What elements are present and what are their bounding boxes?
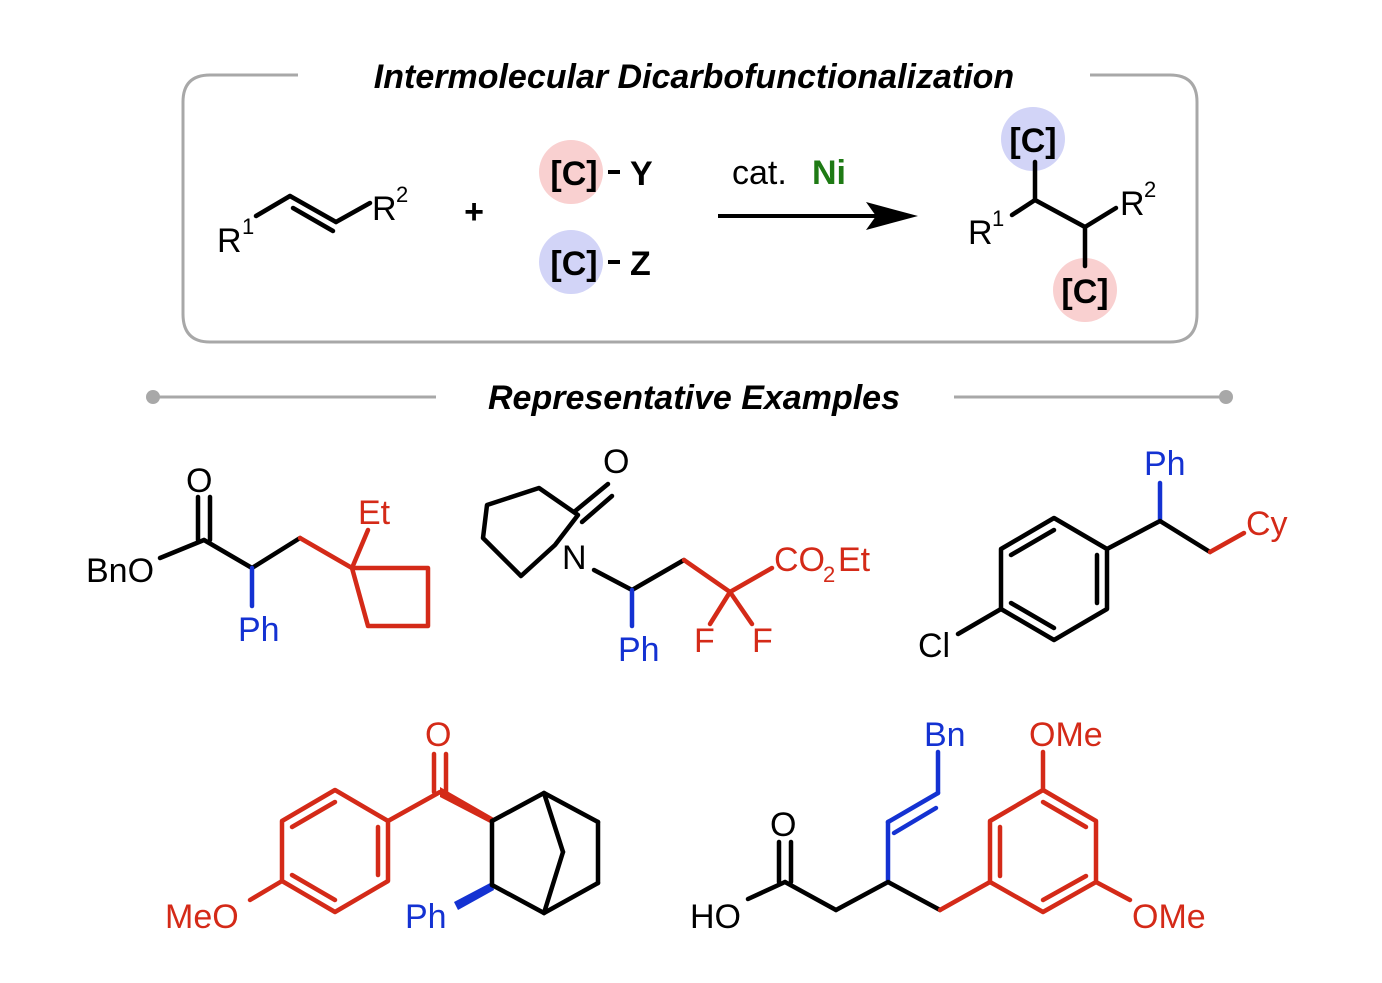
pink-highlight: [539, 140, 603, 204]
catalyst-metal: Ni: [812, 154, 846, 192]
lavender-highlight: [539, 230, 603, 294]
r1-label: R: [217, 222, 242, 260]
ex5-oxygen: O: [770, 806, 796, 844]
ex4-methoxy: MeO: [165, 898, 239, 936]
ex2-subscript: 2: [823, 562, 835, 587]
ex1-bno: BnO: [86, 552, 154, 590]
product: [C] [C] R 1 R 2: [968, 107, 1156, 322]
product-r2-label: R: [1120, 185, 1145, 223]
product-r2-superscript: 2: [1144, 177, 1156, 202]
ex1-oxygen: O: [186, 462, 212, 500]
r2-superscript: 2: [396, 182, 408, 207]
reagent-carbon-y: [C]: [550, 155, 597, 193]
product-r1-label: R: [968, 214, 993, 252]
ex4-phenyl: Ph: [405, 898, 447, 936]
ex3-chlorine: Cl: [918, 627, 950, 665]
ex2-phenyl: Ph: [618, 631, 660, 669]
ex3-cyclohexyl: Cy: [1246, 505, 1288, 543]
examples-divider: [146, 390, 1233, 404]
examples-title: Representative Examples: [488, 379, 900, 417]
product-carbon-bottom: [C]: [1061, 273, 1108, 311]
reagent-cy: [C] Y: [539, 140, 653, 204]
reagent-carbon-z: [C]: [550, 245, 597, 283]
reagent-y-label: Y: [630, 155, 653, 193]
ex3-phenyl: Ph: [1144, 445, 1186, 483]
scheme-title: Intermolecular Dicarbofunctionalization: [374, 58, 1014, 96]
r2-label: R: [372, 190, 397, 228]
example-1-ester: O BnO Ph Et: [86, 462, 431, 649]
example-2-pyrrolidinone: O N Ph CO 2 Et F F: [480, 443, 871, 669]
ex2-oxygen: O: [603, 443, 629, 481]
r1-superscript: 1: [242, 214, 254, 239]
ex2-co: CO: [774, 541, 825, 579]
alkene-reactant: R 1 R 2: [217, 182, 408, 260]
ex5-benzyl: Bn: [924, 716, 966, 754]
ex2-nitrogen: N: [562, 539, 587, 577]
plus-sign: +: [464, 193, 484, 231]
reagent-cz: [C] Z: [539, 230, 651, 294]
pink-highlight: [1053, 258, 1117, 322]
ex5-methoxy-bottom: OMe: [1132, 898, 1206, 936]
reagent-z-label: Z: [630, 245, 651, 283]
ex1-phenyl: Ph: [238, 611, 280, 649]
ex2-ethyl: Et: [838, 541, 871, 579]
product-r1-superscript: 1: [992, 206, 1004, 231]
reaction-arrow: cat. Ni: [718, 154, 918, 230]
ex5-methoxy-top: OMe: [1029, 716, 1103, 754]
product-carbon-top: [C]: [1009, 122, 1056, 160]
scheme-frame: [181, 73, 1199, 344]
ex2-fluorine-2: F: [752, 622, 773, 660]
example-5-acid: Bn OMe O HO OMe: [690, 716, 1206, 936]
ex4-oxygen: O: [425, 716, 451, 754]
catalyst-prefix: cat.: [732, 154, 787, 192]
ex2-fluorine-1: F: [694, 622, 715, 660]
ex5-hydroxyl: HO: [690, 898, 741, 936]
ex1-ethyl: Et: [358, 494, 391, 532]
example-4-norbornane: O MeO Ph: [165, 716, 601, 936]
example-3-chloroarene: Ph Cy Cl: [918, 445, 1288, 665]
lavender-highlight: [1001, 107, 1065, 171]
